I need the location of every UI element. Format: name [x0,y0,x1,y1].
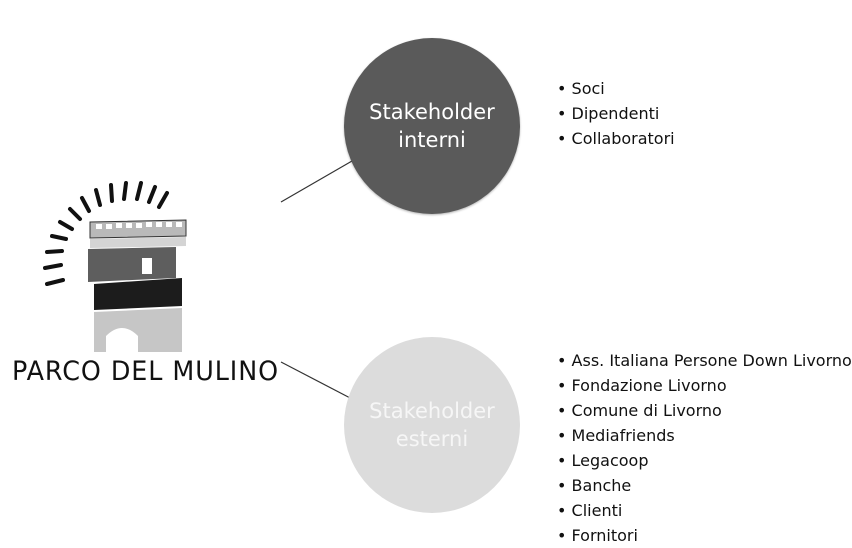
external-stakeholder-list: Ass. Italiana Persone Down Livorno Fonda… [557,348,852,548]
list-item: Banche [557,473,852,498]
internal-stakeholder-list: Soci Dipendenti Collaboratori [557,76,675,151]
list-item: Soci [557,76,675,101]
list-item: Fondazione Livorno [557,373,852,398]
list-item: Dipendenti [557,101,675,126]
internal-stakeholder-circle: Stakeholder interni [344,38,520,214]
list-item: Comune di Livorno [557,398,852,423]
internal-title-line1: Stakeholder [369,100,495,124]
tower-windows [96,222,182,229]
list-item: Mediafriends [557,423,852,448]
list-item: Clienti [557,498,852,523]
external-title-line2: esterni [395,427,469,451]
windmill-tower-logo-icon [43,181,187,352]
parco-del-mulino-logo: PARCO DEL MULINO [0,160,280,400]
sun-rays [43,181,169,286]
external-stakeholder-circle: Stakeholder esterni [344,337,520,513]
logo-title: PARCO DEL MULINO [12,356,280,387]
connector-line-internal [280,160,353,203]
list-item: Legacoop [557,448,852,473]
external-title-line1: Stakeholder [369,399,495,423]
internal-title-line2: interni [398,128,466,152]
list-item: Collaboratori [557,126,675,151]
list-item: Ass. Italiana Persone Down Livorno [557,348,852,373]
connector-line-external [280,361,355,401]
list-item: Fornitori [557,523,852,548]
